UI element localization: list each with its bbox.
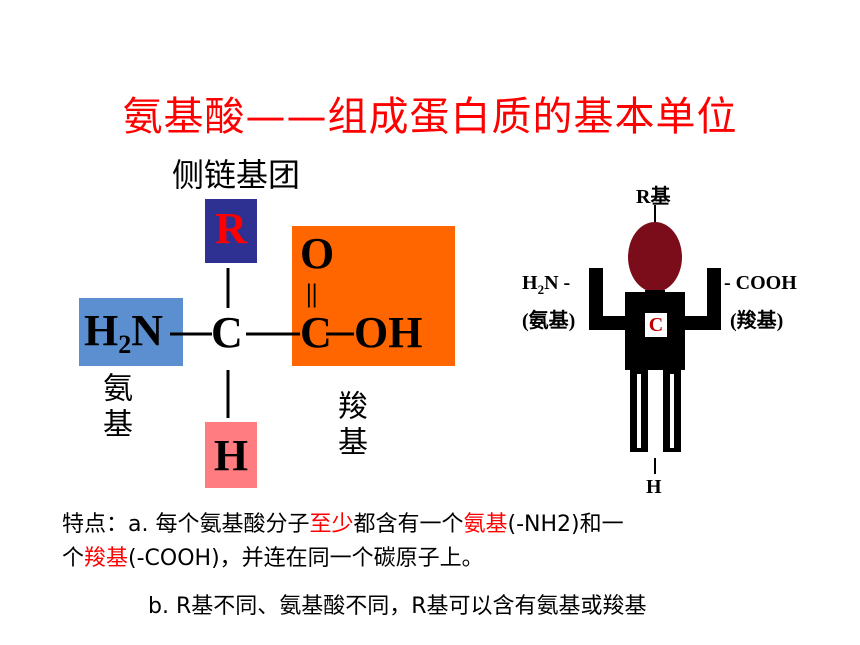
feature-note-a-line2: 个羧基(-COOH)，并连在同一个碳原子上。 <box>62 542 852 576</box>
amino-h: H <box>84 306 119 355</box>
carboxyl-double-bond: || <box>306 279 318 308</box>
central-carbon: C <box>211 308 243 357</box>
figure-r-label: R基 <box>636 186 671 208</box>
figure-head <box>628 222 682 292</box>
note-a-mid1: 都含有一个 <box>353 512 464 537</box>
page-title: 氨基酸——组成蛋白质的基本单位 <box>122 94 738 140</box>
note-a-line2-post: (-COOH)，并连在同一个碳原子上。 <box>128 546 484 571</box>
feature-note-b: b. R基不同、氨基酸不同，R基可以含有氨基或羧基 <box>148 594 647 619</box>
figure-right-arm-up <box>707 268 721 330</box>
figure-left-arm-up <box>589 268 603 330</box>
figure-amino-n: N - <box>544 272 571 294</box>
figure-c-letter: C <box>648 314 664 336</box>
note-a-highlight-amino: 氨基 <box>463 512 508 537</box>
carboxyl-o: O <box>300 229 335 278</box>
h-atom-box <box>205 422 257 488</box>
figure-carboxyl-caption: (羧基) <box>730 310 784 332</box>
figure-h-label: H <box>646 476 662 498</box>
r-group-letter: R <box>215 204 247 253</box>
side-chain-label: 侧链基团 <box>172 156 301 194</box>
figure-right-arm-low <box>683 316 721 330</box>
note-a-highlight-carboxyl: 羧基 <box>84 546 129 571</box>
figure-carboxyl-label: - COOH <box>724 272 797 294</box>
note-a-prefix: 特点：a. 每个氨基酸分子 <box>62 512 310 537</box>
h-atom-letter: H <box>213 431 249 480</box>
carboxyl-group-box <box>292 226 455 366</box>
amino-subscript: 2 <box>118 330 132 359</box>
figure-amino-sub: 2 <box>537 282 545 297</box>
note-a-highlight-at-least: 至少 <box>309 512 354 537</box>
figure-amino-caption: (氨基) <box>522 310 576 332</box>
figure-right-leg-stripe <box>670 374 674 448</box>
figure-left-leg-stripe <box>637 374 641 448</box>
figure-left-arm-low <box>589 316 629 330</box>
feature-note-a-line1: 特点：a. 每个氨基酸分子至少都含有一个氨基(-NH2)和一 <box>62 508 852 542</box>
amino-group-formula: H2N <box>84 305 163 371</box>
amino-group-box <box>79 298 183 366</box>
amino-caption: 氨基 <box>97 372 132 444</box>
carboxyl-caption: 羧基 <box>332 390 367 462</box>
carboxyl-oh: OH <box>354 308 423 357</box>
amino-n: N <box>131 306 164 355</box>
feature-note-a: 特点：a. 每个氨基酸分子至少都含有一个氨基(-NH2)和一 个羧基(-COOH… <box>62 508 852 576</box>
figure-amino-label: H2N - <box>522 272 570 298</box>
r-group-box <box>205 199 257 263</box>
figure-c-badge <box>645 313 667 337</box>
note-a-line2-pre: 个 <box>62 546 85 571</box>
note-a-mid2: (-NH2)和一 <box>507 512 624 537</box>
figure-amino-h: H <box>522 272 538 294</box>
